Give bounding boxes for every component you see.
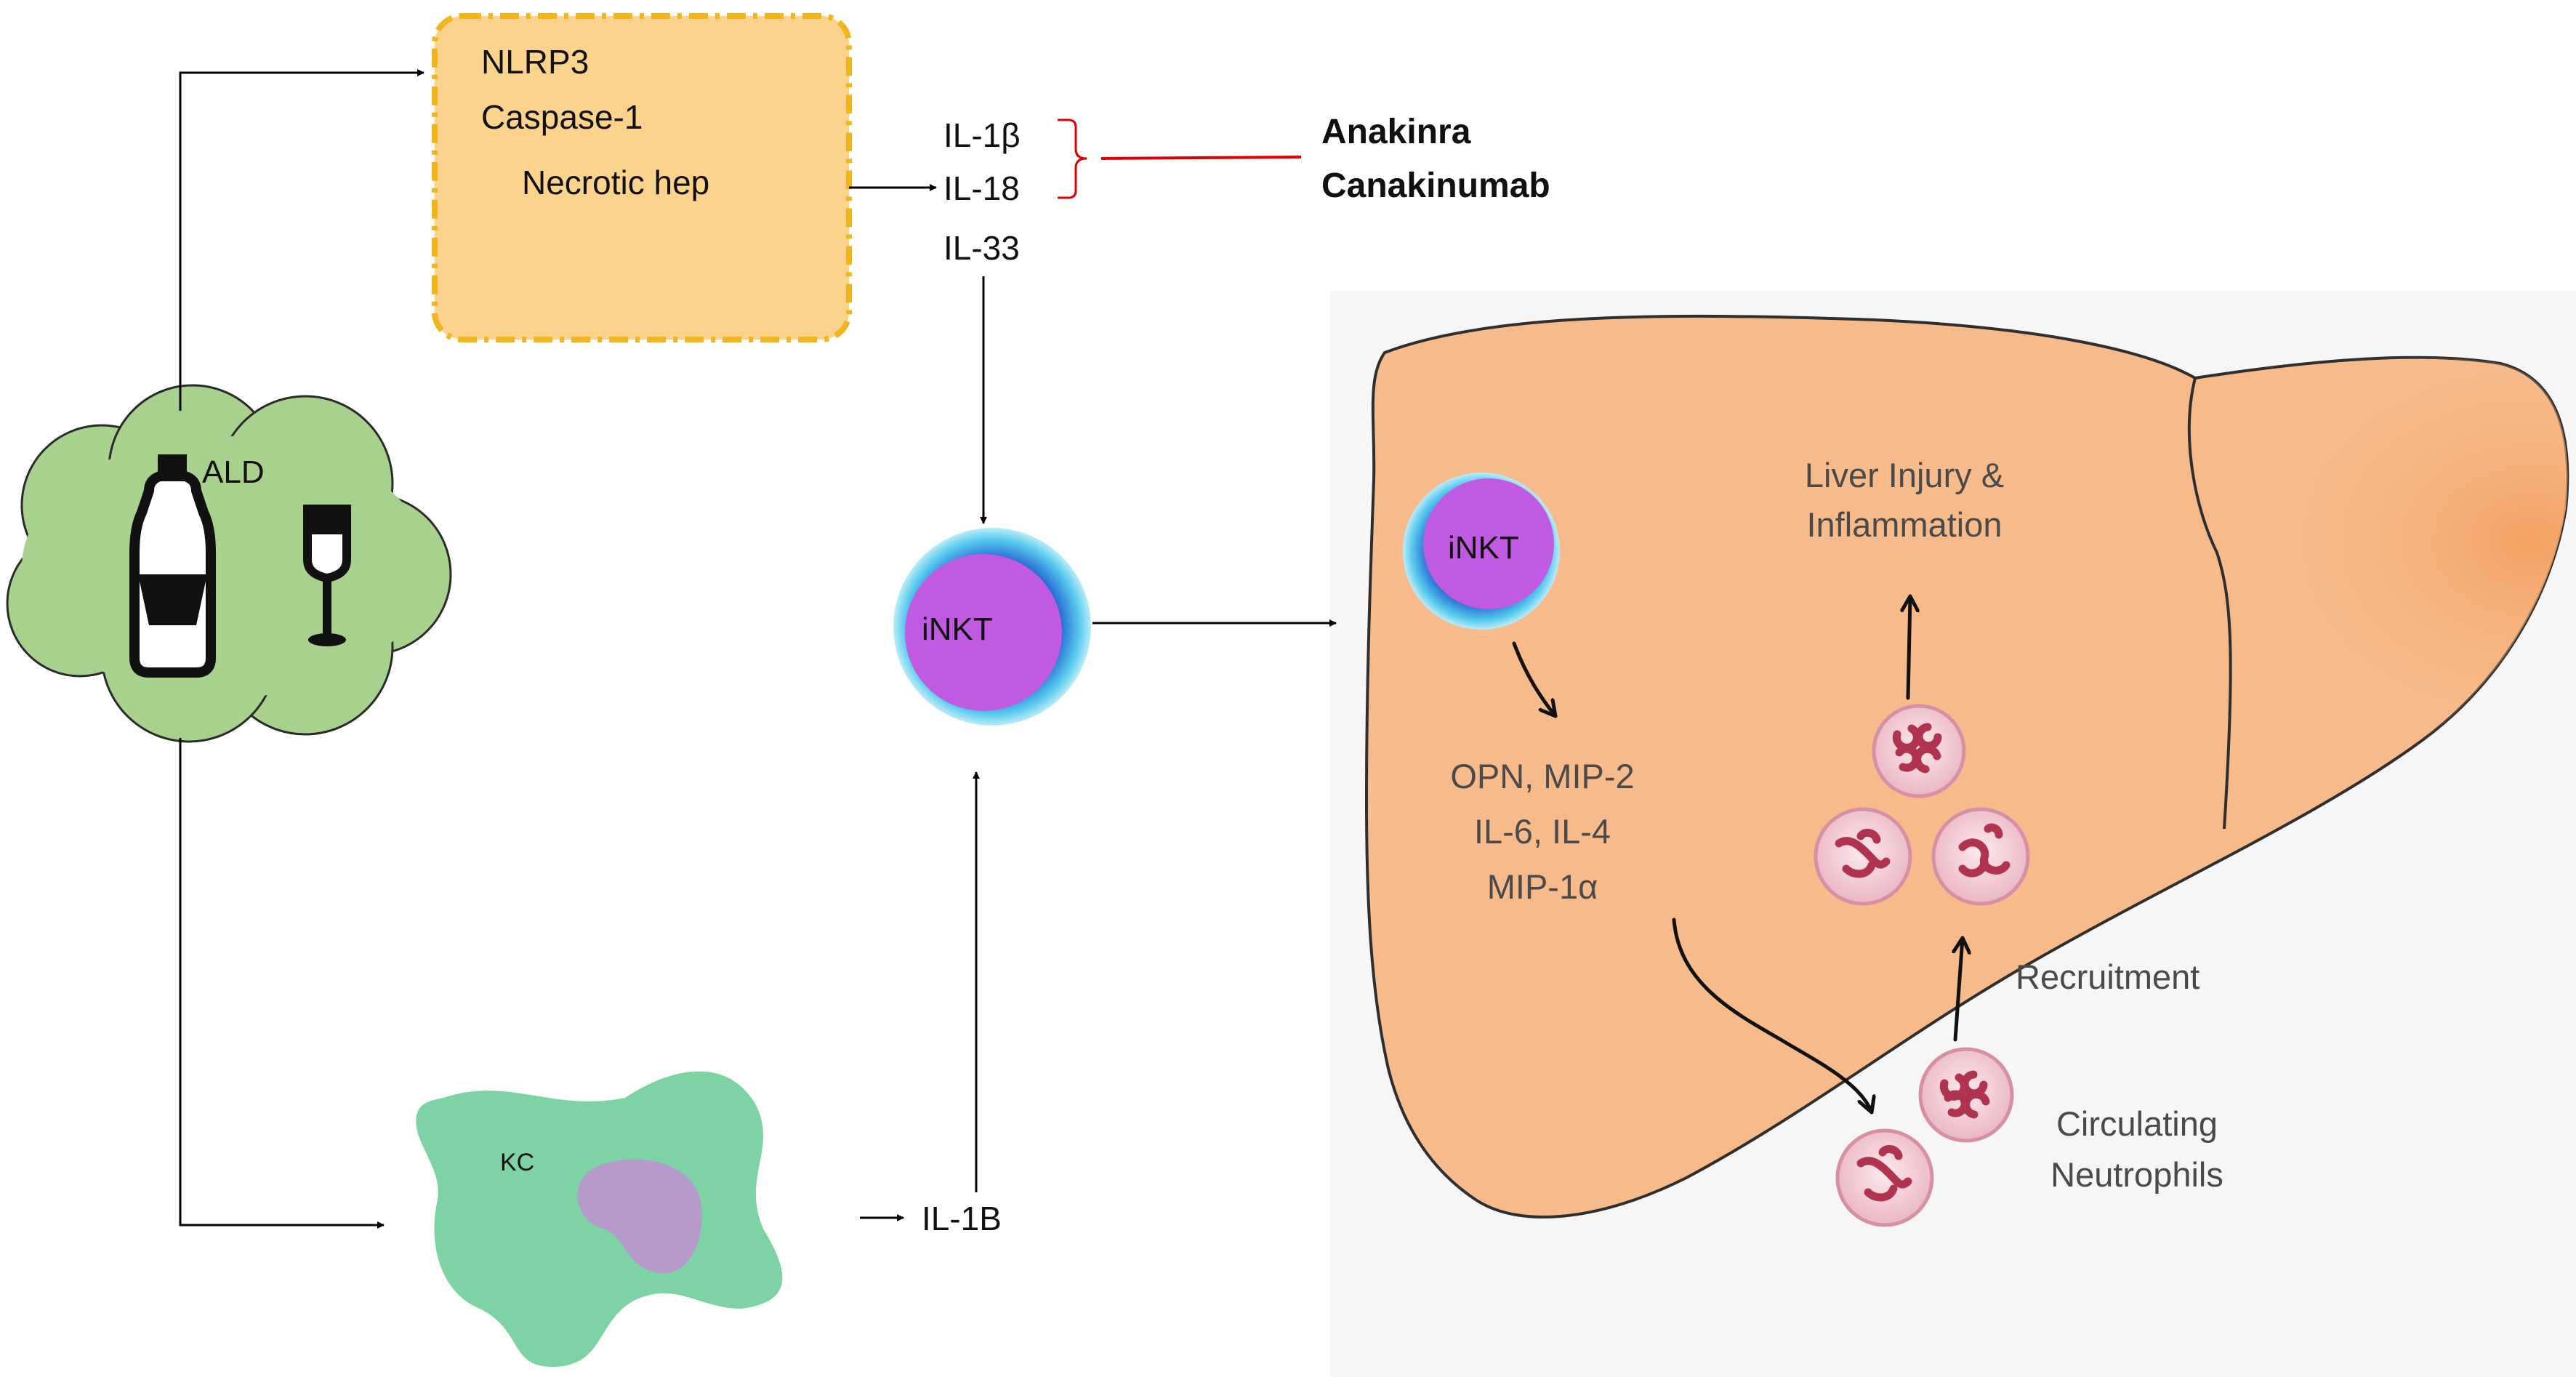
box-label-nlrp3: NLRP3 — [481, 43, 589, 81]
inkt-cell — [893, 528, 1091, 726]
circulating-line1: Circulating — [2056, 1104, 2218, 1143]
arrow-to-injury — [1908, 594, 1910, 700]
neutrophil-icon — [1814, 807, 1912, 906]
liver-arrows — [1512, 594, 1963, 1115]
liver-inkt-label: iNKT — [1448, 530, 1519, 566]
circulating-line2: Neutrophils — [2050, 1155, 2223, 1194]
neutrophil-cells — [1814, 704, 2030, 1227]
neutrophil-icon — [1872, 704, 1966, 798]
wine-glass-icon — [303, 505, 351, 646]
inflammasome-box — [432, 13, 852, 342]
arrow-ald-to-inflammasome — [179, 69, 424, 411]
drug-anakinra: Anakinra — [1321, 113, 1471, 151]
mediators-line3: MIP-1α — [1486, 867, 1598, 906]
ald-cloud — [6, 384, 452, 743]
drug-canakinumab: Canakinumab — [1321, 166, 1550, 205]
box-label-necrotic-hep: Necrotic hep — [522, 164, 710, 201]
neutrophil-icon — [1918, 1047, 2014, 1143]
arrow-ald-to-kc — [179, 738, 385, 1229]
kupffer-cell — [416, 1071, 783, 1367]
liver-shape — [1364, 314, 2569, 1219]
connectors — [179, 69, 1337, 1229]
inhibition-line — [1100, 156, 1302, 160]
cytokine-il33: IL-33 — [943, 229, 1020, 267]
neutrophil-icon — [1931, 807, 2030, 906]
mediators-line1: OPN, MIP-2 — [1450, 757, 1635, 795]
kc-label: KC — [500, 1149, 535, 1176]
cytokine-il1beta: IL-1β — [943, 116, 1021, 154]
inhibition-bracket — [1058, 119, 1087, 199]
arrow-recruitment — [1955, 936, 1963, 1042]
cytokine-il18: IL-18 — [943, 169, 1020, 207]
ald-label: ALD — [202, 454, 265, 490]
injury-line2: Inflammation — [1806, 505, 2003, 544]
injury-line1: Liver Injury & — [1804, 456, 2005, 494]
neutrophil-icon — [1835, 1128, 1934, 1227]
box-label-caspase: Caspase-1 — [481, 98, 643, 136]
mediators-line2: IL-6, IL-4 — [1473, 812, 1611, 851]
il1b-label: IL-1B — [922, 1200, 1002, 1237]
bottle-icon — [129, 454, 216, 678]
inkt-label: iNKT — [922, 611, 993, 647]
arrow-mediators-to-blood — [1672, 918, 1872, 1115]
arrow-inkt-to-mediators — [1512, 641, 1558, 718]
liver-inkt-cell — [1403, 473, 1560, 630]
recruitment-label: Recruitment — [2016, 958, 2200, 996]
